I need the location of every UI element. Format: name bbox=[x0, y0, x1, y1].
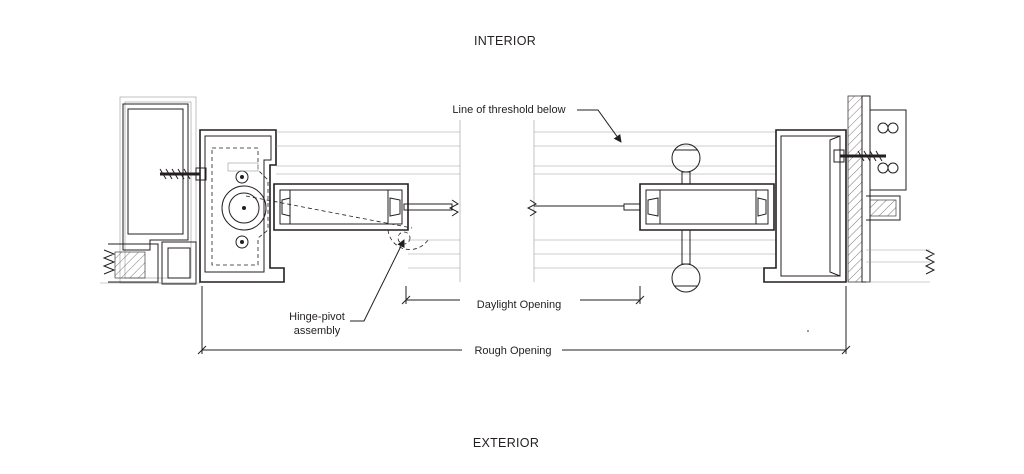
right-wall-structure bbox=[847, 95, 936, 283]
threshold-callout: Line of threshold below bbox=[452, 104, 622, 143]
hinge-pivot-callout: Hinge-pivot assembly bbox=[289, 239, 405, 337]
threshold-lines-left bbox=[276, 120, 461, 282]
rough-opening-label: Rough Opening bbox=[474, 345, 551, 357]
threshold-label: Line of threshold below bbox=[452, 104, 565, 116]
daylight-opening-dimension: Daylight Opening bbox=[401, 286, 645, 311]
door-handle bbox=[671, 143, 701, 293]
hinge-label-line1: Hinge-pivot bbox=[289, 311, 345, 323]
left-jamb-frame bbox=[159, 129, 285, 283]
right-door-leaf bbox=[526, 183, 775, 231]
rough-opening-dimension: Rough Opening bbox=[197, 286, 851, 357]
daylight-opening-label: Daylight Opening bbox=[477, 299, 561, 311]
right-jamb-frame bbox=[763, 129, 886, 283]
left-door-leaf bbox=[245, 183, 459, 250]
exterior-label: EXTERIOR bbox=[473, 436, 539, 450]
interior-label: INTERIOR bbox=[474, 34, 536, 48]
hinge-label-line2: assembly bbox=[294, 325, 341, 337]
left-wall-structure bbox=[100, 96, 200, 285]
threshold-lines-right bbox=[533, 120, 780, 282]
